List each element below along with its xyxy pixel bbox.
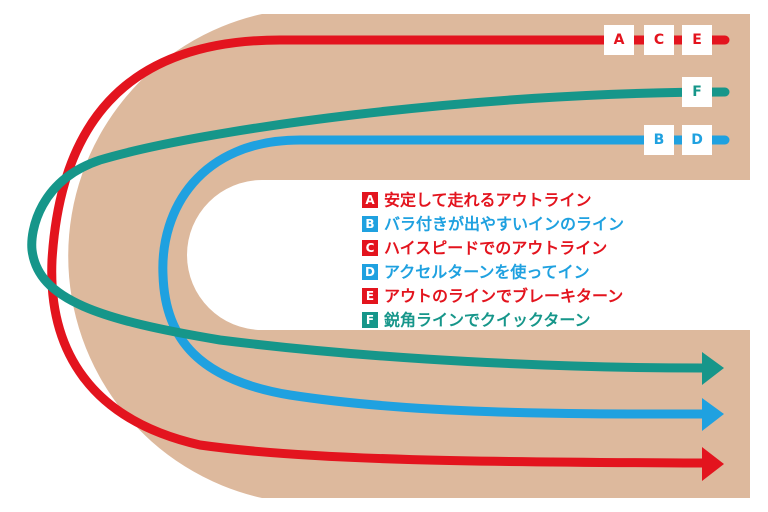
svg-text:B: B [365, 217, 374, 231]
legend-swatch-e [362, 288, 378, 304]
svg-text:B: B [654, 132, 665, 148]
svg-text:F: F [692, 84, 702, 100]
legend-item-d: D アクセルターンを使ってイン [362, 263, 590, 282]
svg-text:D: D [691, 132, 703, 148]
legend-item-b: B バラ付きが出やすいインのライン [362, 215, 624, 234]
legend-item-f: F 鋭角ラインでクイックターン [362, 311, 591, 330]
legend-swatch-d [362, 264, 378, 280]
legend-label-e: アウトのラインでブレーキターン [384, 287, 623, 306]
svg-text:F: F [366, 313, 374, 327]
legend-item-c: C ハイスピードでのアウトライン [362, 239, 607, 258]
legend: A 安定して走れるアウトライン B バラ付きが出やすいインのライン C ハイスピ… [362, 191, 624, 330]
svg-text:A: A [614, 32, 625, 48]
tag-a: A [604, 25, 634, 55]
svg-text:E: E [366, 289, 374, 303]
legend-label-c: ハイスピードでのアウトライン [384, 239, 607, 258]
tag-b: B [644, 125, 674, 155]
legend-swatch-f [362, 312, 378, 328]
legend-swatch-a [362, 192, 378, 208]
tag-c: C [644, 25, 674, 55]
arrow-red [702, 447, 724, 481]
arrow-blue [702, 398, 724, 431]
legend-label-b: バラ付きが出やすいインのライン [384, 215, 624, 234]
svg-text:D: D [365, 265, 375, 279]
svg-text:C: C [654, 32, 664, 48]
legend-label-d: アクセルターンを使ってイン [384, 263, 590, 282]
legend-label-a: 安定して走れるアウトライン [384, 191, 592, 210]
svg-text:E: E [692, 32, 702, 48]
arrow-teal [702, 352, 724, 385]
svg-text:A: A [365, 193, 375, 207]
tag-e: E [682, 25, 712, 55]
legend-item-a: A 安定して走れるアウトライン [362, 191, 592, 210]
legend-item-e: E アウトのラインでブレーキターン [362, 287, 623, 306]
line-red-ace [47, 35, 730, 468]
tag-f: F [682, 77, 712, 107]
legend-swatch-b [362, 216, 378, 232]
svg-text:C: C [366, 241, 375, 255]
tag-d: D [682, 125, 712, 155]
line-blue-bd [158, 135, 730, 419]
legend-label-f: 鋭角ラインでクイックターン [384, 311, 591, 330]
legend-swatch-c [362, 240, 378, 256]
line-teal-f [27, 87, 730, 373]
